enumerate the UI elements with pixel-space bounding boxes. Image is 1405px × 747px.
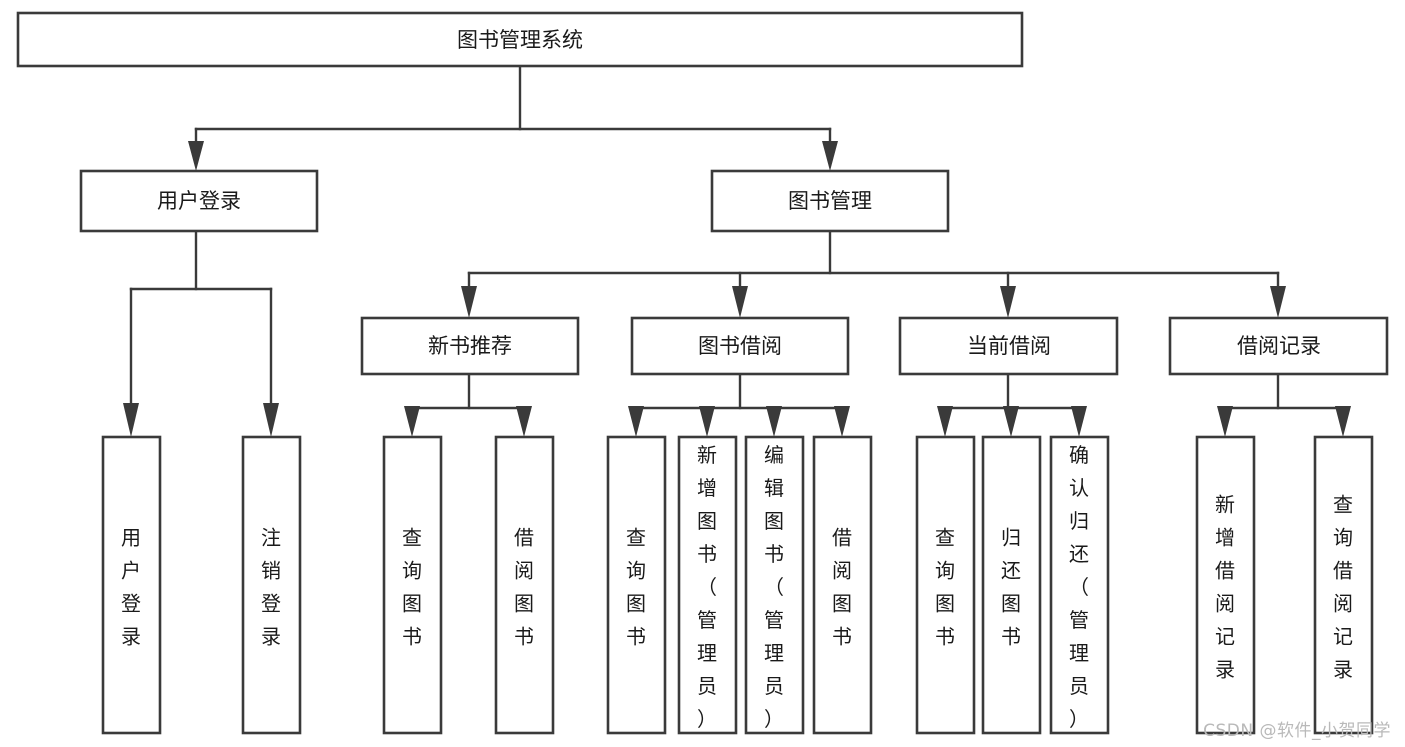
- arrow-head-bb-leaf-4: [834, 406, 850, 437]
- connector-group-borrow-record: [1217, 372, 1351, 437]
- arrow-head-current-borrow: [1000, 286, 1016, 318]
- leaf-user-login[interactable]: 用户登录: [101, 435, 162, 735]
- leaf-nbr-query-book-box[interactable]: [382, 435, 443, 735]
- leaf-logout-label: 注销登录: [261, 526, 281, 649]
- leaf-bb-query-book[interactable]: 查询图书: [606, 435, 667, 735]
- arrow-head-new-book-recommend: [461, 286, 477, 318]
- leaf-user-login-label: 用户登录: [121, 526, 141, 649]
- leaf-cb-query-book-box[interactable]: [915, 435, 976, 735]
- leaf-nbr-query-book-label: 查询图书: [402, 526, 422, 649]
- node-current-borrow[interactable]: 当前借阅: [898, 316, 1119, 376]
- arrow-head-nbr-leaf-1: [404, 406, 420, 437]
- arrow-head-bb-leaf-2: [699, 406, 715, 437]
- leaf-bb-add-book-box[interactable]: [677, 435, 738, 735]
- arrow-head-cb-leaf-3: [1071, 406, 1087, 437]
- leaf-nbr-borrow-book[interactable]: 借阅图书: [494, 435, 555, 735]
- node-user-login[interactable]: 用户登录: [79, 169, 319, 233]
- arrow-head-leaf-user-login: [123, 403, 139, 437]
- connector-group-user-login: [123, 229, 279, 437]
- leaf-br-query-record-label: 查询借阅记录: [1333, 493, 1353, 682]
- leaf-nbr-query-book[interactable]: 查询图书: [382, 435, 443, 735]
- node-book-borrow-label: 图书借阅: [698, 334, 782, 358]
- leaf-br-query-record-box[interactable]: [1313, 435, 1374, 735]
- leaf-nbr-borrow-book-box[interactable]: [494, 435, 555, 735]
- leaf-bb-borrow-book-label: 借阅图书: [832, 526, 852, 649]
- connector-group-book-borrow: [628, 372, 850, 437]
- arrow-head-book-manage: [822, 141, 838, 171]
- connector-group-root: [188, 64, 838, 171]
- arrow-head-cb-leaf-1: [937, 406, 953, 437]
- node-new-book-recommend[interactable]: 新书推荐: [360, 316, 580, 376]
- leaf-bb-query-book-box[interactable]: [606, 435, 667, 735]
- connector-group-current-borrow: [937, 372, 1087, 437]
- leaf-bb-add-book-label: 新增图书（管理员）: [697, 443, 717, 731]
- leaf-bb-borrow-book[interactable]: 借阅图书: [812, 435, 873, 735]
- leaf-br-add-record-box[interactable]: [1195, 435, 1256, 735]
- leaf-bb-edit-book-box[interactable]: [744, 435, 805, 735]
- leaf-bb-edit-book-label: 编辑图书（管理员）: [764, 443, 784, 731]
- arrow-head-borrow-record: [1270, 286, 1286, 318]
- leaf-bb-edit-book[interactable]: 编辑图书（管理员）: [744, 435, 805, 735]
- node-root-system[interactable]: 图书管理系统: [16, 11, 1024, 68]
- leaf-logout-box[interactable]: [241, 435, 302, 735]
- connector-group-book-manage: [461, 229, 1286, 318]
- arrow-head-bb-leaf-3: [766, 406, 782, 437]
- node-book-manage-box[interactable]: [710, 169, 950, 233]
- arrow-head-br-leaf-2: [1335, 406, 1351, 437]
- leaf-bb-add-book[interactable]: 新增图书（管理员）: [677, 435, 738, 735]
- leaf-cb-confirm-return-label: 确认归还（管理员）: [1069, 443, 1089, 731]
- node-user-login-box[interactable]: [79, 169, 319, 233]
- node-new-book-recommend-box[interactable]: [360, 316, 580, 376]
- arrow-head-nbr-leaf-2: [516, 406, 532, 437]
- node-book-borrow-box[interactable]: [630, 316, 850, 376]
- node-borrow-record-label: 借阅记录: [1237, 334, 1321, 358]
- csdn-watermark: CSDN @软件_小贺同学: [1203, 721, 1391, 741]
- node-book-borrow[interactable]: 图书借阅: [630, 316, 850, 376]
- leaf-cb-query-book-label: 查询图书: [935, 526, 955, 649]
- arrow-head-book-borrow: [732, 286, 748, 318]
- leaf-bb-borrow-book-box[interactable]: [812, 435, 873, 735]
- node-new-book-recommend-label: 新书推荐: [428, 334, 512, 358]
- arrow-head-bb-leaf-1: [628, 406, 644, 437]
- leaf-nbr-borrow-book-label: 借阅图书: [514, 526, 534, 649]
- node-current-borrow-box[interactable]: [898, 316, 1119, 376]
- leaf-user-login-box[interactable]: [101, 435, 162, 735]
- node-current-borrow-label: 当前借阅: [967, 334, 1051, 358]
- leaf-bb-query-book-label: 查询图书: [626, 526, 646, 649]
- arrow-head-br-leaf-1: [1217, 406, 1233, 437]
- leaf-cb-query-book[interactable]: 查询图书: [915, 435, 976, 735]
- node-root-box[interactable]: [16, 11, 1024, 68]
- arrow-head-cb-leaf-2: [1003, 406, 1019, 437]
- node-user-login-label: 用户登录: [157, 189, 241, 213]
- arrow-head-leaf-logout: [263, 403, 279, 437]
- leaf-cb-confirm-return[interactable]: 确认归还（管理员）: [1049, 435, 1110, 735]
- node-book-manage-label: 图书管理: [788, 189, 872, 213]
- leaf-cb-confirm-return-box[interactable]: [1049, 435, 1110, 735]
- node-borrow-record-box[interactable]: [1168, 316, 1389, 376]
- leaf-br-add-record-label: 新增借阅记录: [1215, 493, 1235, 682]
- leaf-br-add-record[interactable]: 新增借阅记录: [1195, 435, 1256, 735]
- leaf-cb-return-book-label: 归还图书: [1001, 526, 1021, 649]
- leaf-br-query-record[interactable]: 查询借阅记录: [1313, 435, 1374, 735]
- leaf-cb-return-book-box[interactable]: [981, 435, 1042, 735]
- connector-group-new-book-recommend: [404, 372, 532, 437]
- node-borrow-record[interactable]: 借阅记录: [1168, 316, 1389, 376]
- leaf-logout[interactable]: 注销登录: [241, 435, 302, 735]
- leaf-cb-return-book[interactable]: 归还图书: [981, 435, 1042, 735]
- node-root-label: 图书管理系统: [457, 28, 583, 52]
- node-book-manage[interactable]: 图书管理: [710, 169, 950, 233]
- arrow-head-user-login: [188, 141, 204, 171]
